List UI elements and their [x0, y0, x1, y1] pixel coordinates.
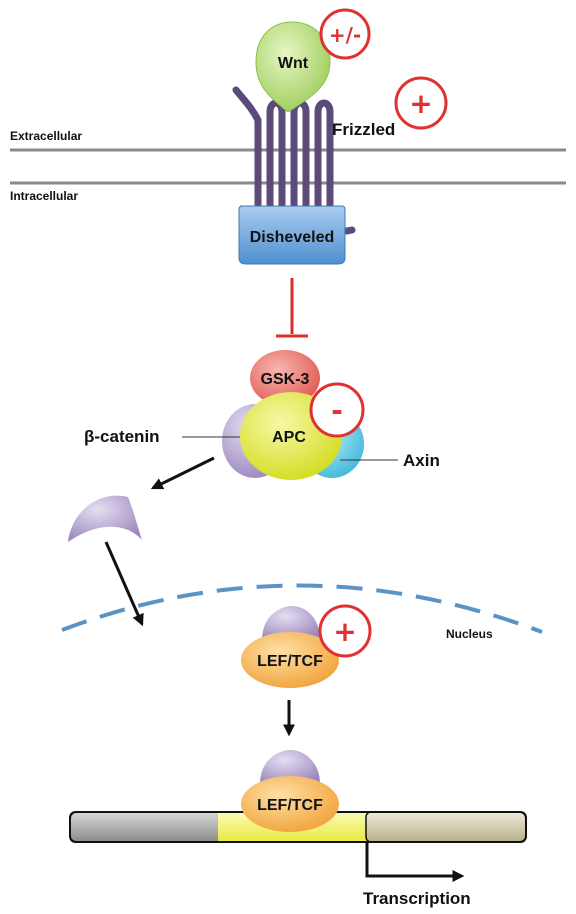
disheveled-label: Disheveled — [250, 229, 334, 246]
free-beta-catenin — [68, 495, 142, 542]
frizzled-label: Frizzled — [332, 120, 395, 139]
frizzled-sign: + — [394, 76, 448, 130]
dna-segment-left — [69, 811, 223, 843]
beta-catenin-label: β-catenin — [84, 427, 160, 446]
lef-tcf-sign: + — [318, 604, 372, 658]
lef-tcf-label-2: LEF/TCF — [257, 797, 323, 814]
beta-catenin-on-lef-tcf-2 — [260, 750, 320, 784]
intracellular-label: Intracellular — [10, 189, 78, 203]
wnt-sign-circle — [319, 8, 371, 60]
beta-catenin-on-lef-tcf-1 — [262, 606, 320, 640]
wnt-sign-text: +/- — [329, 23, 361, 47]
nucleus-label: Nucleus — [446, 627, 493, 641]
apc-sign: - — [309, 382, 365, 438]
transcription-arrow — [365, 843, 465, 882]
lef-tcf-protein-1 — [241, 632, 339, 688]
lef-tcf-sign-text: + — [333, 615, 356, 648]
apc-sign-circle — [309, 382, 365, 438]
nuclear-membrane — [61, 583, 543, 634]
release-arrow — [150, 456, 215, 490]
apc-label: APC — [272, 429, 306, 446]
dna-segment-right — [365, 811, 527, 843]
nuclear-entry-arrow — [104, 541, 144, 627]
wnt-label: Wnt — [278, 55, 309, 72]
lef-tcf-protein-2 — [241, 776, 339, 832]
disheveled-box — [238, 205, 346, 265]
lef-tcf-sign-circle — [318, 604, 372, 658]
apc-sign-text: - — [331, 394, 343, 427]
wnt-ligand — [255, 21, 331, 113]
axin-label: Axin — [403, 451, 440, 470]
frizzled-sign-circle — [394, 76, 448, 130]
gsk3-protein — [250, 350, 320, 406]
extracellular-label: Extracellular — [10, 129, 82, 143]
frizzled-sign-text: + — [409, 87, 432, 120]
gsk3-label: GSK-3 — [261, 371, 310, 388]
transcription-label: Transcription — [363, 889, 471, 908]
lef-tcf-label-1: LEF/TCF — [257, 653, 323, 670]
wnt-sign: +/- — [319, 8, 371, 60]
